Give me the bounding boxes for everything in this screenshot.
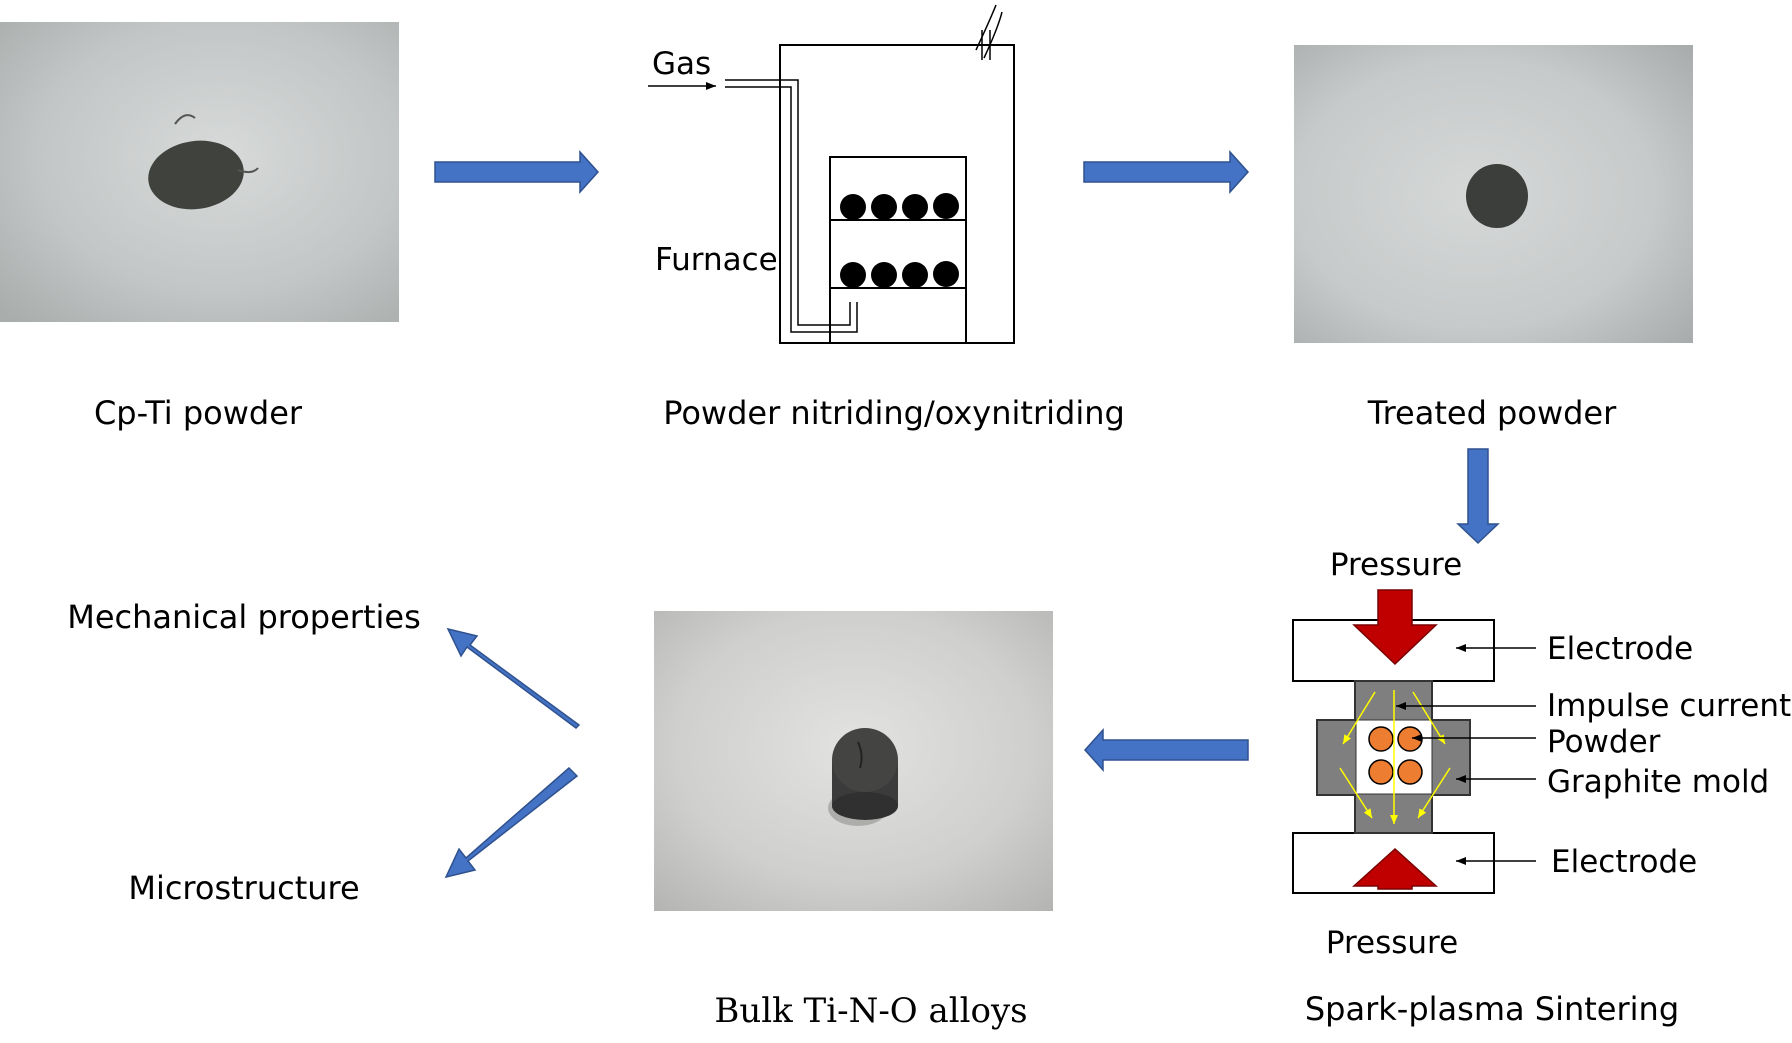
- powder-particles-furnace: [840, 193, 959, 288]
- treated-powder-label: Treated powder: [1367, 394, 1617, 432]
- flow-arrow-right-1: [434, 150, 600, 194]
- treated-powder-photo: [1294, 45, 1693, 343]
- cp-ti-powder-label: Cp-Ti powder: [94, 394, 303, 432]
- furnace-label: Furnace: [655, 242, 778, 278]
- flow-arrow-left: [1083, 728, 1249, 772]
- powder-label: Powder: [1547, 724, 1661, 760]
- graphite-mold-label: Graphite mold: [1547, 764, 1769, 800]
- bulk-alloys-label: Bulk Ti-N-O alloys: [714, 991, 1027, 1031]
- flow-arrow-down-left: [444, 766, 579, 879]
- flow-arrow-down: [1456, 448, 1500, 545]
- sps-label: Spark-plasma Sintering: [1305, 990, 1679, 1028]
- pressure-bottom-label: Pressure: [1326, 925, 1458, 961]
- bulk-alloy-photo: [654, 611, 1053, 911]
- pressure-top-label: Pressure: [1330, 547, 1462, 583]
- impulse-current-label: Impulse current: [1547, 688, 1791, 724]
- sps-diagram: [1292, 589, 1536, 894]
- gas-label: Gas: [652, 46, 711, 82]
- flow-arrow-right-2: [1083, 150, 1250, 194]
- nitriding-label: Powder nitriding/oxynitriding: [663, 394, 1125, 432]
- mechanical-properties-label: Mechanical properties: [67, 598, 421, 636]
- cp-ti-powder-photo: [0, 22, 399, 322]
- electrode-bottom-label: Electrode: [1551, 844, 1697, 880]
- microstructure-label: Microstructure: [128, 869, 359, 907]
- furnace-diagram: [725, 4, 1015, 344]
- flow-arrow-up-left: [446, 627, 581, 729]
- electrode-top-label: Electrode: [1547, 631, 1693, 667]
